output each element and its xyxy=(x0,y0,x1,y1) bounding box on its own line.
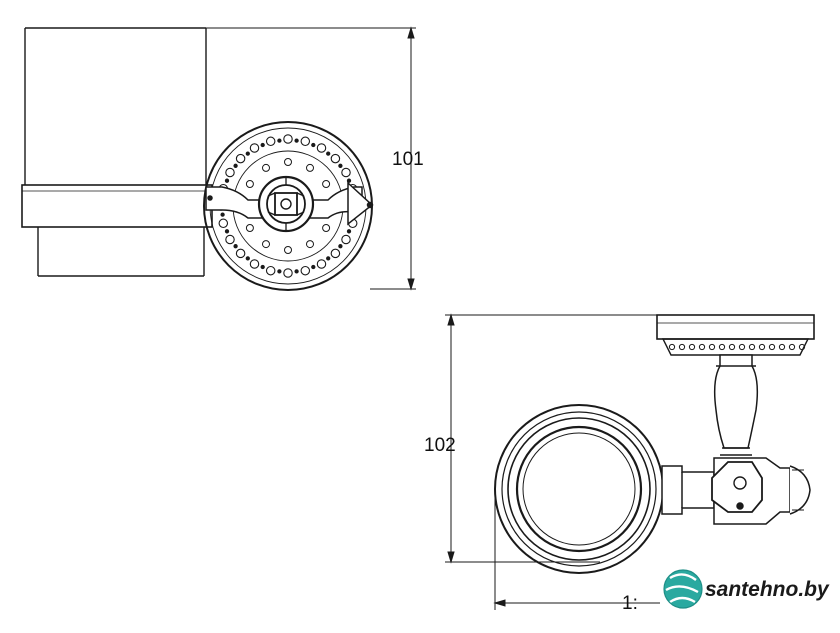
ornament-loop xyxy=(265,136,276,147)
ornament-loop xyxy=(330,248,341,259)
plate-ornament-loop xyxy=(678,343,686,351)
ornament-loop xyxy=(300,265,311,276)
ornament-inner-loop xyxy=(245,180,254,188)
ornament-inner-loop xyxy=(262,240,270,249)
plate-ornament-loop xyxy=(718,343,726,351)
ornament-dot xyxy=(326,256,331,261)
ring-holder xyxy=(494,404,664,574)
ornament-dot xyxy=(260,264,265,270)
dimension-line-101 xyxy=(206,26,416,291)
ornament-inner-loop xyxy=(306,240,314,249)
ornament-loop xyxy=(341,234,351,245)
ornament-dot xyxy=(338,244,343,249)
ornament-dot xyxy=(260,142,265,148)
ornament-inner-loop xyxy=(284,246,292,254)
ornament-dot xyxy=(326,151,331,156)
ornament-loop xyxy=(283,134,293,144)
height-label-102: 102 xyxy=(424,435,456,456)
width-label: 1: xyxy=(622,593,638,614)
plate-ornament-loop xyxy=(768,343,776,351)
plate-ornament-loop xyxy=(728,343,736,351)
ornament-loop xyxy=(225,167,235,178)
plate-ornament-loop xyxy=(798,343,806,351)
plate-ornament-loop xyxy=(698,343,706,351)
plate-ornament-loop xyxy=(668,343,676,351)
ornament-loop xyxy=(316,259,327,269)
ornament-loop xyxy=(283,268,293,278)
ornament-loop xyxy=(316,143,327,153)
ornament-loop xyxy=(341,167,351,178)
ornament-loop xyxy=(330,153,341,164)
glass-cup xyxy=(21,27,213,277)
plate-ornament-loop xyxy=(758,343,766,351)
plate-ornament xyxy=(668,343,806,351)
center-hub xyxy=(257,175,315,233)
ornament-inner xyxy=(240,158,336,254)
plate-ornament-loop xyxy=(738,343,746,351)
ornament-dot xyxy=(233,163,238,168)
ornament-loop xyxy=(218,218,229,229)
ornament-dot xyxy=(277,269,282,274)
ornament-dot xyxy=(224,178,230,183)
brand-name: santehno.by xyxy=(705,578,829,601)
plate-ornament-loop xyxy=(788,343,796,351)
ornament-inner-loop xyxy=(322,180,331,188)
ornament-loop xyxy=(235,248,246,259)
brand-logo-icon xyxy=(663,569,703,609)
ornament-dot xyxy=(294,269,299,274)
ornament-inner-loop xyxy=(322,224,331,232)
ornament-loop xyxy=(265,265,276,276)
ornament-inner-loop xyxy=(306,163,314,172)
ornament-dot xyxy=(220,212,225,217)
ornament-dot xyxy=(294,138,299,143)
plate-ornament-loop xyxy=(688,343,696,351)
side-arm xyxy=(661,457,811,525)
support-post xyxy=(713,354,759,456)
ornament-inner-loop xyxy=(284,158,292,166)
ornament-loop xyxy=(249,143,260,153)
ornament-dot xyxy=(338,163,343,168)
height-label-101: 101 xyxy=(392,149,424,170)
ornament-loop xyxy=(235,153,246,164)
side-view xyxy=(445,313,815,610)
plate-ornament-loop xyxy=(708,343,716,351)
dimension-line-102 xyxy=(445,313,657,564)
ornament-dot xyxy=(311,264,316,270)
ornament-dot xyxy=(346,229,352,234)
ornament-loop xyxy=(249,259,260,269)
ornament-dot xyxy=(224,229,230,234)
ornament-dot xyxy=(245,256,250,261)
ornament-dot xyxy=(233,244,238,249)
front-view xyxy=(21,26,416,291)
ornament-dot xyxy=(346,178,352,183)
ornament-loop xyxy=(225,234,235,245)
ornament-loop xyxy=(300,136,311,147)
ornament-dot xyxy=(245,151,250,156)
ornament-inner-loop xyxy=(262,163,270,172)
ornament-dot xyxy=(277,138,282,143)
ornament-inner-loop xyxy=(245,224,254,232)
plate-ornament-loop xyxy=(748,343,756,351)
wall-plate xyxy=(656,314,815,356)
ornament-dot xyxy=(311,142,316,148)
dimension-line-width xyxy=(493,495,660,610)
plate-ornament-loop xyxy=(778,343,786,351)
